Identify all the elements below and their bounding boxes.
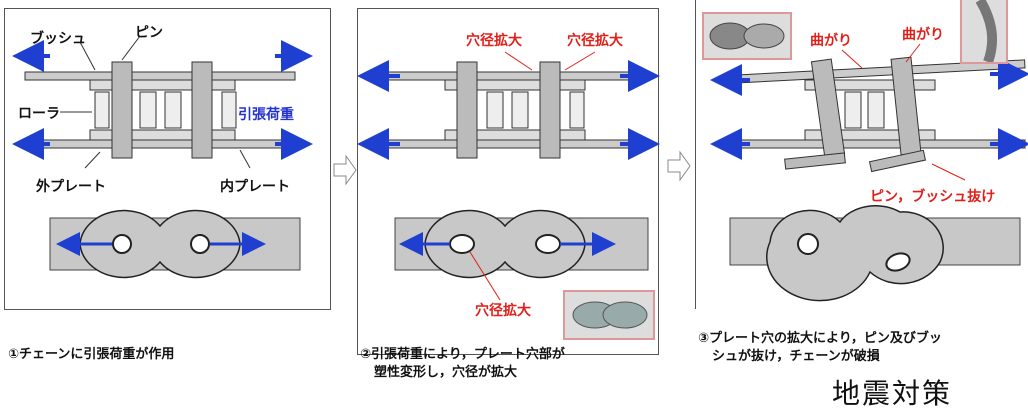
next-arrow-1 [333,154,357,186]
caption-step-1: ①チェーンに引張荷重が作用 [8,347,175,362]
photo-hole-expansion [563,290,655,340]
panel1-chain-side-view [12,35,313,169]
label-pin: ピン [135,25,163,41]
caption-step-3-line2: シュが抜け，チェーンが破損 [712,349,880,364]
panel2-chain-side-view [357,51,660,160]
caption-step-3-line1: ③プレート穴の拡大により，ピン及びブッ [698,331,942,346]
photo-plate-damage [702,12,792,60]
label-bend-b: 曲がり [902,27,944,43]
label-hole-expand-c: 穴径拡大 [475,303,531,319]
label-bend-a: 曲がり [810,33,852,49]
panel1-plate-view [49,209,301,279]
chain-diagram-drawing [12,35,1028,302]
panel2-plate-view [394,209,649,301]
next-arrow-2 [667,150,691,182]
footer-heading: 地震対策 [832,377,953,410]
caption-step-2-line2: 塑性変形し，穴径が拡大 [374,365,518,380]
panel3-plate-view [729,205,1021,302]
label-bush: ブッシュ [30,31,86,47]
label-outer-plate: 外プレート [36,179,106,195]
panel3-chain-side-view [710,43,1028,181]
photo-pin-bend [960,0,1008,64]
label-tension-load: 引張荷重 [238,107,294,123]
label-inner-plate: 内プレート [220,179,290,195]
caption-step-2-line1: ②引張荷重により，プレート穴部が [360,347,565,362]
label-pin-bush-out: ピン，ブッシュ抜け [870,189,996,205]
label-hole-expand-a: 穴径拡大 [466,33,522,49]
label-roller: ローラ [18,106,60,122]
label-hole-expand-b: 穴径拡大 [567,33,623,49]
